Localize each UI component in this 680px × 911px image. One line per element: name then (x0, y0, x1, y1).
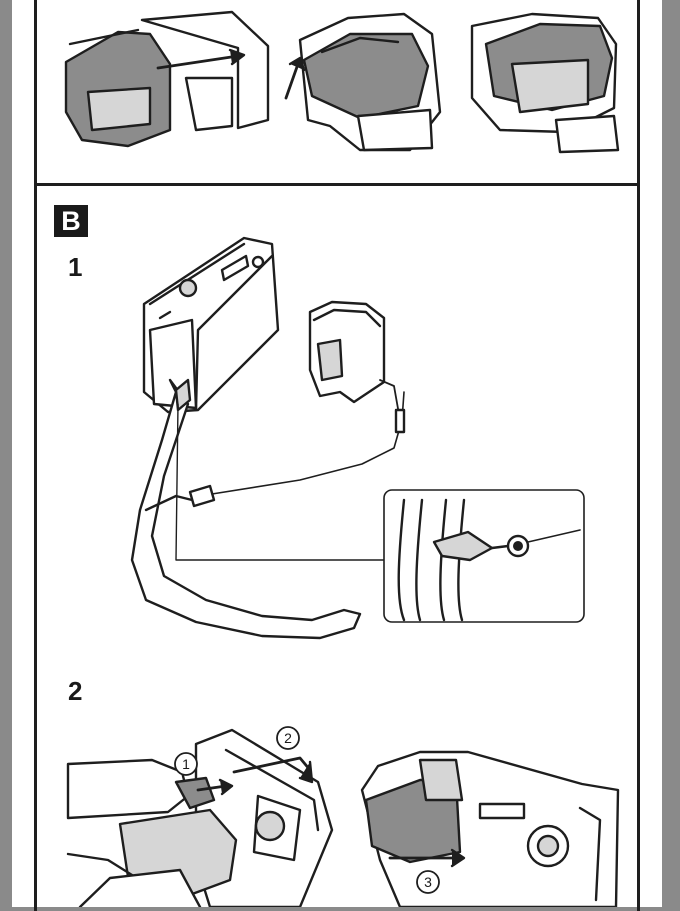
wrist-strap (130, 378, 405, 640)
camera-front (142, 236, 280, 414)
hood-accessory (308, 300, 406, 434)
section-divider (34, 183, 640, 186)
strap-detail-inset (383, 489, 585, 623)
callout-circles (174, 726, 440, 894)
callout-label-3: 3 (424, 874, 432, 890)
section-b-badge: B (54, 205, 88, 237)
callout-label-2: 2 (284, 730, 292, 746)
page-frame (34, 0, 640, 911)
hood-figure-3 (470, 12, 620, 154)
hood-figure-2 (284, 12, 442, 152)
callout-label-1: 1 (182, 756, 190, 772)
manual-page (12, 0, 662, 907)
hood-figure-1 (64, 10, 270, 148)
step-1-number: 1 (68, 252, 83, 282)
step-2-number: 2 (68, 676, 83, 706)
hand-and-camera-left (66, 728, 334, 907)
camera-back-right (360, 750, 620, 907)
